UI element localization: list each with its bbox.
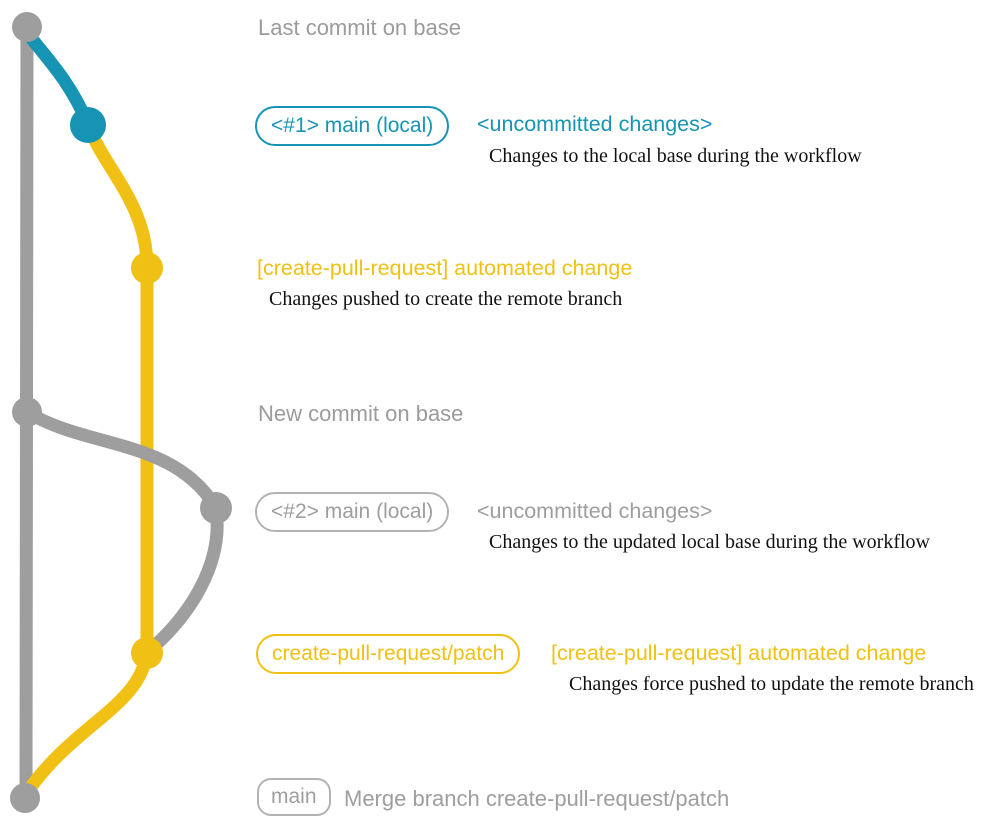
badge-main-local-2: <#2> main (local)	[255, 492, 450, 532]
uncommitted-changes-2-description: Changes to the updated local base during…	[489, 531, 930, 553]
automated-change-2-description: Changes force pushed to update the remot…	[569, 673, 974, 695]
uncommitted-changes-2-title: <uncommitted changes>	[477, 499, 713, 523]
rebase-curve-line	[20, 405, 222, 513]
automated-change-2-title: [create-pull-request] automated change	[551, 641, 927, 665]
commit-dot-uncommitted-2	[200, 492, 232, 524]
commit-dot-uncommitted-1	[70, 107, 106, 143]
uncommitted-changes-1-title: <uncommitted changes>	[477, 112, 713, 136]
automated-change-1-description: Changes pushed to create the remote bran…	[269, 288, 623, 310]
local2-to-patch-line	[143, 502, 224, 657]
uncommitted-changes-1-description: Changes to the local base during the wor…	[489, 145, 862, 167]
commit-dot-new-base	[12, 397, 42, 427]
commit-dot-merge	[10, 783, 40, 813]
commit-dot-automated-change-1	[131, 252, 163, 284]
patch-branch-line	[81, 118, 154, 659]
git-graph	[10, 12, 232, 813]
badge-patch-branch: create-pull-request/patch	[256, 634, 521, 674]
badge-main-local-1: <#1> main (local)	[255, 106, 450, 146]
last-commit-label: Last commit on base	[258, 15, 461, 40]
merge-commit-message: Merge branch create-pull-request/patch	[344, 786, 730, 811]
new-commit-label: New commit on base	[258, 401, 464, 426]
automated-change-1-title: [create-pull-request] automated change	[257, 256, 633, 280]
commit-dot-last-base	[12, 12, 42, 42]
patch-merge-line	[21, 646, 154, 798]
commit-dot-automated-change-2	[131, 637, 163, 669]
badge-main: main	[257, 778, 331, 816]
